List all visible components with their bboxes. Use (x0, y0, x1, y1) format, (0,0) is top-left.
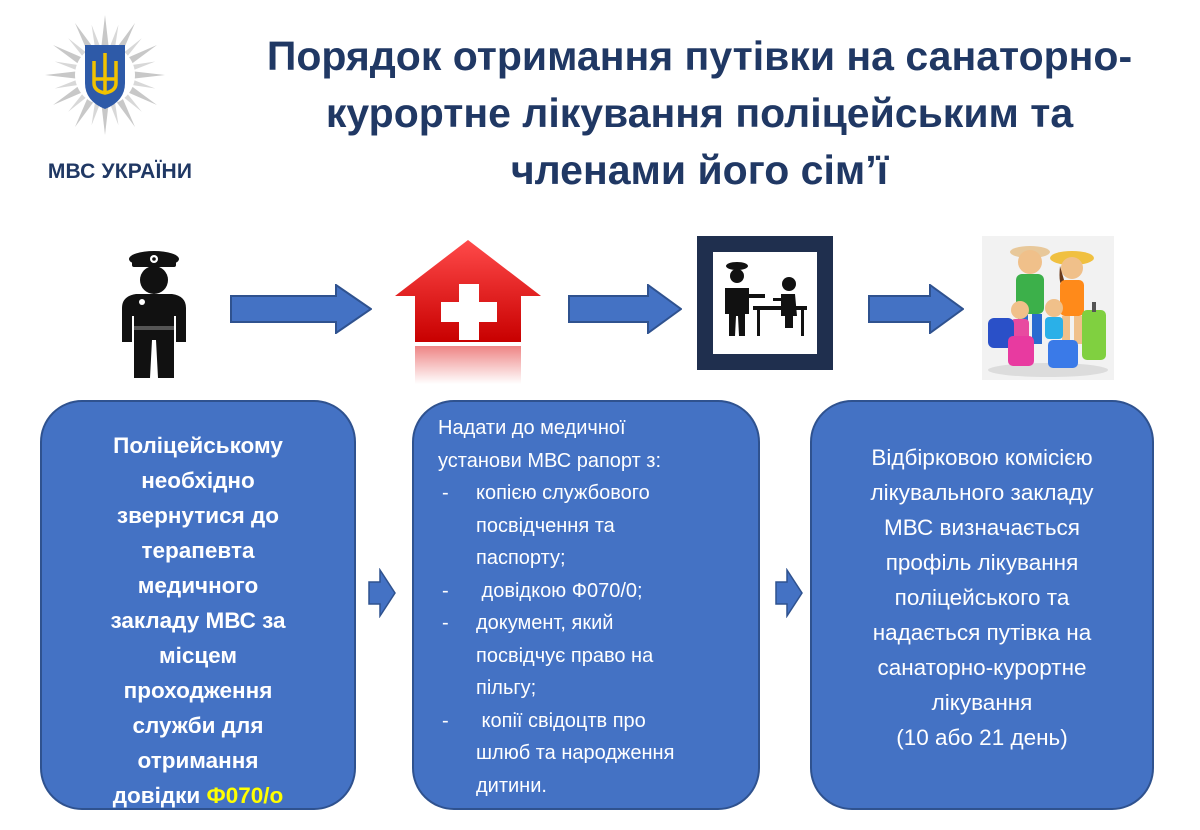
step-3-line: профіль лікування (885, 550, 1079, 575)
step-1-line: Поліцейському (113, 433, 283, 458)
list-item: - документ, який посвідчує право на піль… (438, 607, 742, 705)
small-flow-arrow-2 (775, 568, 803, 618)
flow-arrow-1 (230, 284, 372, 334)
step-3-line: (10 або 21 день) (896, 725, 1068, 750)
step-1-line: служби для (132, 713, 264, 738)
step-1-line: необхідно (141, 468, 255, 493)
title-line: Порядок отримання путівки на санаторно- (266, 33, 1133, 79)
step-3-line: Відбірковою комісією (871, 445, 1093, 470)
bullet-marker: - (442, 579, 449, 602)
step-2-intro: установи МВС рапорт з: (438, 449, 662, 472)
title-line: курортне лікування поліцейським та (325, 90, 1074, 136)
step-3-line: лікування (931, 690, 1033, 715)
title-line: членами його сім’ї (510, 147, 889, 193)
police-officer-icon (122, 251, 186, 378)
bullet-marker: - (442, 612, 449, 634)
document-list: - копією службового посвідчення та паспо… (438, 477, 742, 802)
step-1-last-prefix: довідки (112, 783, 207, 808)
step-3-line: МВС визначається (884, 515, 1080, 540)
family-vacation-icon (982, 236, 1114, 380)
step-3-line: поліцейського та (894, 585, 1070, 610)
step-1-line: звернутися до (116, 503, 280, 528)
list-item-line: копії свідоцтв про (476, 709, 646, 732)
step-3-line: надається путівка на (872, 620, 1092, 645)
bullet-marker: - (442, 709, 449, 732)
step-1-last-line: довідки Ф070/о (60, 778, 336, 813)
bullet-marker: - (442, 482, 449, 504)
small-flow-arrow-1 (368, 568, 396, 618)
step-2-intro: Надати до медичної (438, 417, 626, 439)
list-item-line: дитини. (476, 774, 547, 797)
org-name: МВС УКРАЇНИ (47, 160, 193, 183)
step-1-line: медичного (137, 573, 259, 598)
step-2-box: Надати до медичної установи МВС рапорт з… (412, 400, 760, 810)
list-item: - копії свідоцтв про шлюб та народження … (438, 705, 742, 803)
list-item-line: пільгу; (476, 677, 537, 699)
flow-arrow-2 (568, 284, 682, 334)
list-item-line: посвідчення та (476, 514, 615, 537)
mvs-logo: МВС УКРАЇНИ (20, 12, 192, 183)
step-1-line: отримання (137, 748, 259, 773)
step-3-box: Відбірковою комісією лікувального заклад… (810, 400, 1154, 810)
step-3-line: лікувального закладу (870, 480, 1094, 505)
page-title: Порядок отримання путівки на санаторно- … (212, 28, 1187, 199)
step-3-line: санаторно-курортне (877, 655, 1087, 680)
list-item-line: паспорту; (476, 547, 566, 569)
commission-meeting-icon (697, 236, 833, 370)
step-1-line: закладу МВС за (110, 608, 286, 633)
list-item-line: посвідчує право на (476, 644, 654, 667)
step-1-line: місцем (158, 643, 238, 668)
list-item-line: документ, який (476, 612, 614, 634)
list-item-line: довідкою Ф070/0; (476, 579, 643, 602)
emblem-star-icon (45, 15, 165, 135)
form-code-highlight: Ф070/о (206, 783, 284, 808)
medical-house-icon (395, 240, 541, 384)
flow-arrow-3 (868, 284, 964, 334)
list-item: - копією службового посвідчення та паспо… (438, 477, 742, 575)
list-item-line: копією службового (476, 482, 650, 504)
list-item-line: шлюб та народження (476, 742, 675, 764)
step-1-box: Поліцейському необхідно звернутися до те… (40, 400, 356, 810)
list-item: - довідкою Ф070/0; (438, 575, 742, 608)
step-1-line: терапевта (141, 538, 255, 563)
step-1-line: проходження (123, 678, 273, 703)
